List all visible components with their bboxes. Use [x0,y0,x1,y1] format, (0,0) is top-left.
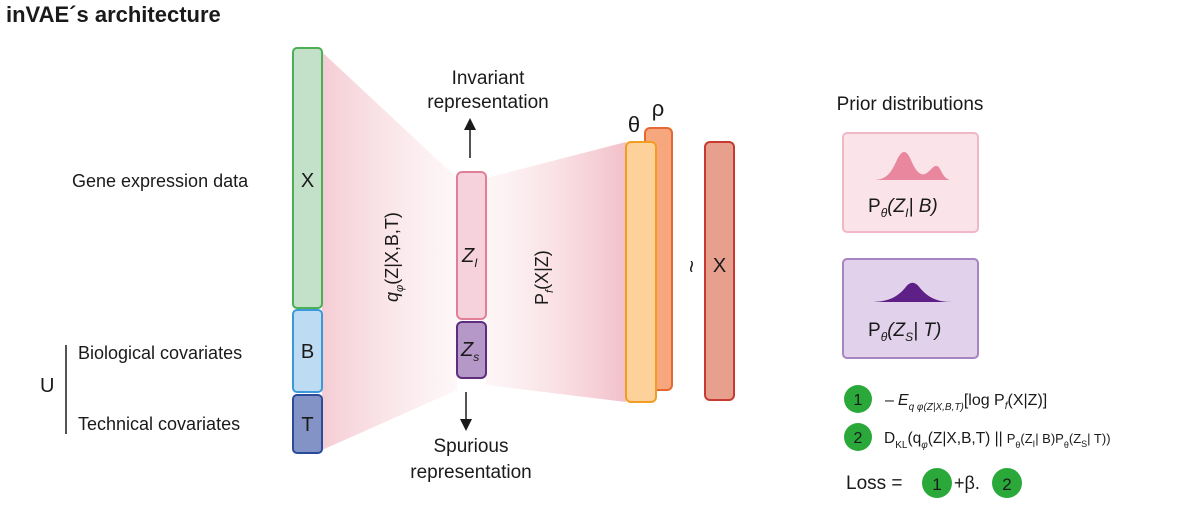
t-input-label: T [301,414,313,436]
encoder-label: qφ(Z|X,B,T) [382,212,406,302]
loss-term-1: –Eq φ(Z|X,B,T)[log Pf(X|Z)] [885,392,1047,413]
priors-heading: Prior distributions [837,94,984,115]
invariant-label-line1: Invariant [452,68,526,89]
spurious-label-line1: Spurious [434,436,509,457]
badge-1-label: 1 [854,392,863,409]
prior-spurious-curve [870,282,952,302]
x-input-block [292,47,323,309]
theta-block [625,141,657,403]
loss-badge-2-label: 2 [1002,475,1011,494]
prior-invariant-box [842,132,979,233]
technical-covariates-label: Technical covariates [78,414,240,434]
zi-latent-block [456,171,487,320]
prior-invariant-formula: Pθ(ZI| B) [868,196,938,220]
rho-label: ρ [652,96,665,121]
gene-expression-label: Gene expression data [72,171,249,191]
zs-latent-block [456,321,487,379]
badge-2-label: 2 [854,430,863,447]
biological-covariates-label: Biological covariates [78,343,242,363]
x-input-label: X [301,170,314,192]
encoder-funnel [322,52,457,450]
spurious-label-line2: representation [410,462,531,483]
badge-2 [844,423,872,451]
invariant-label-line2: representation [427,92,548,113]
loss-badge-1 [922,468,952,498]
tilde-symbol: ~ [679,260,704,273]
theta-label: θ [628,112,640,137]
b-input-label: B [301,341,314,363]
diagram-title: inVAE´s architecture [6,2,221,27]
x-output-block [704,141,735,401]
x-output-label: X [713,255,726,277]
prior-invariant-curve [872,151,950,180]
loss-term-2: DKL(qφ(Z|X,B,T) ||Pθ(ZI| B)Pθ(ZS| T)) [884,430,1111,451]
prior-spurious-box [842,258,979,359]
zs-latent-label: Zs [460,339,479,364]
loss-badge-1-label: 1 [932,475,941,494]
u-label: U [40,375,54,397]
zi-latent-label: ZI [461,245,478,270]
decoder-funnel [486,142,626,402]
badge-1 [844,385,872,413]
prior-spurious-formula: Pθ(ZS| T) [868,320,941,344]
loss-plus-beta: +β. [954,473,980,493]
loss-label: Loss = [846,473,903,494]
loss-badge-2 [992,468,1022,498]
b-input-block [292,309,323,393]
t-input-block [292,394,323,454]
decoder-label: Pf(X|Z) [532,250,556,305]
